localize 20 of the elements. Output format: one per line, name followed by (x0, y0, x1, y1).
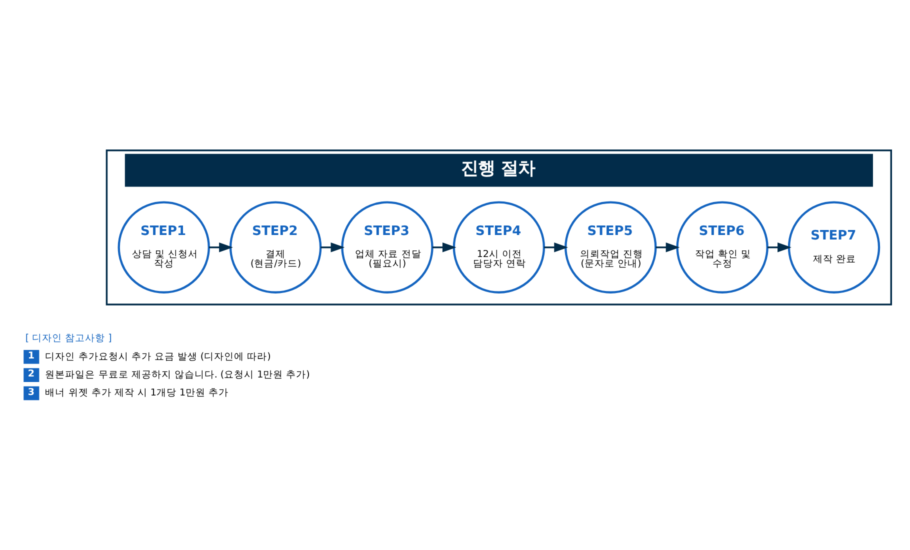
node-circle: STEP6 작업 확인 및 수정 (676, 200, 768, 293)
label: 배너 위젯 추가 제작 시 1개당 1만원 추가 (45, 387, 229, 398)
label: [ 디자인 참고사항 ] (25, 332, 112, 344)
node-circle: STEP3 업체 자료 전달 (필요시) (341, 200, 434, 293)
label: 3 (28, 386, 35, 398)
arrow (209, 242, 233, 252)
arrow (656, 242, 680, 252)
node-circle: STEP1 상담 및 신청서 작성 (118, 200, 210, 293)
node-circle: STEP4 12시 이전 담당자 연락 (452, 200, 546, 293)
label: 2 (28, 368, 35, 380)
arrow (320, 242, 345, 252)
arrow (544, 242, 568, 252)
node-circle: STEP2 결제 (현금/카드) (229, 200, 322, 293)
arrow (767, 242, 792, 252)
label: 1 (28, 350, 35, 361)
node-circle: STEP7 제작 완료 (788, 200, 880, 293)
arrow (432, 242, 456, 252)
node-circle: STEP5 의뢰작업 진행 (문자로 안내) (564, 200, 657, 293)
label: 디자인 추가요청시 추가 요금 발생 (디자인에 따라) (45, 350, 271, 362)
label: 원본파일은 무료로 제공하지 않습니다. (요청시 1만원 추가) (45, 368, 310, 380)
